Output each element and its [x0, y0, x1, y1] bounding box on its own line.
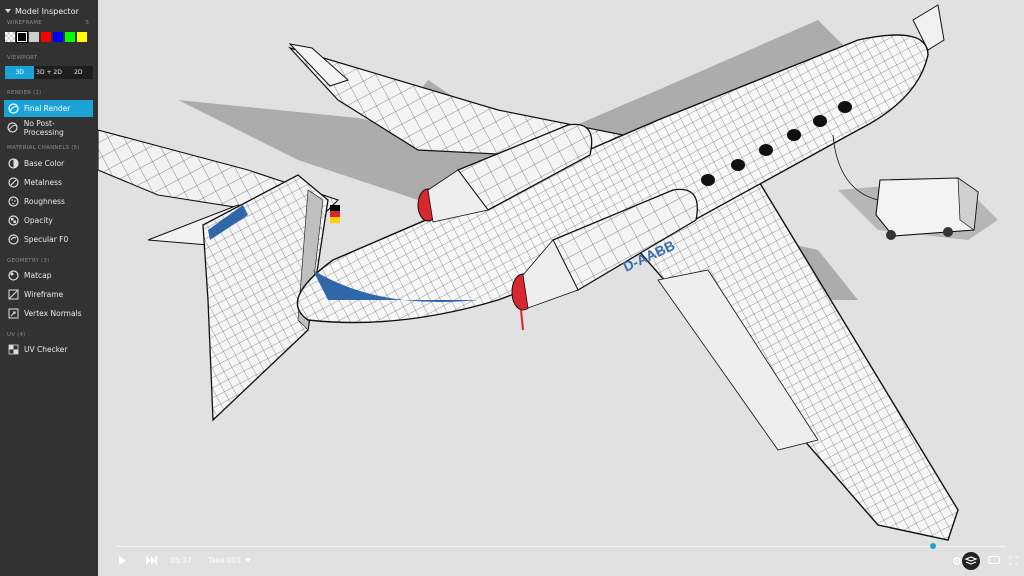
material-base-color[interactable]: Base Color [4, 155, 93, 172]
wireframe-color-swatches [5, 31, 87, 43]
metalness-label: Metalness [24, 178, 62, 187]
wireframe-icon [7, 289, 19, 301]
specular-icon [7, 234, 19, 246]
wireframe-section-label: WIREFRAME [7, 20, 42, 26]
metalness-icon [7, 177, 19, 189]
uv-checker-label: UV Checker [24, 345, 68, 354]
take-label: Take 001 [208, 556, 242, 565]
viewport-section-label: VIEWPORT [7, 55, 38, 61]
geometry-vertex-normals[interactable]: Vertex Normals [4, 305, 93, 322]
viewport-toggle: 3D 3D + 2D 2D [5, 66, 93, 79]
roughness-icon [7, 196, 19, 208]
swatch-green[interactable] [65, 32, 75, 42]
chevron-down-icon [245, 558, 252, 562]
aircraft-model-render: D-AABB [98, 4, 998, 541]
geometry-wireframe[interactable]: Wireframe [4, 286, 93, 303]
geometry-matcap[interactable]: Matcap [4, 267, 93, 284]
wireframe-count: 5 [85, 20, 90, 26]
3d-viewport[interactable]: D-AABB [98, 0, 1024, 576]
settings-button[interactable] [952, 556, 962, 566]
vertical-fin [202, 174, 329, 422]
timeline-scrubber[interactable] [930, 543, 936, 549]
final-render-icon [7, 103, 19, 115]
ground-power-cart [832, 134, 979, 240]
geometry-section-label: GEOMETRY (3) [7, 258, 50, 264]
playback-bar: 05:37 Take 001 [98, 543, 1024, 576]
swatch-transparent[interactable] [5, 32, 15, 42]
play-icon [119, 556, 126, 565]
inspector-header[interactable]: Model Inspector [5, 5, 79, 17]
skip-forward-icon [146, 556, 157, 565]
material-roughness[interactable]: Roughness [4, 193, 93, 210]
base-color-icon [7, 158, 19, 170]
material-section-label: MATERIAL CHANNELS (5) [7, 145, 80, 151]
swatch-red[interactable] [41, 32, 51, 42]
fullscreen-button[interactable] [1009, 556, 1018, 565]
inspector-title: Model Inspector [15, 6, 79, 16]
material-specular-f0[interactable]: Specular F0 [4, 231, 93, 248]
matcap-label: Matcap [24, 271, 52, 280]
render-no-post-processing[interactable]: No Post-Processing [4, 118, 93, 137]
roughness-label: Roughness [24, 197, 65, 206]
render-section-label: RENDER (1) [7, 90, 42, 96]
fullscreen-icon [1009, 556, 1018, 565]
material-opacity[interactable]: Opacity [4, 212, 93, 229]
collapse-triangle-icon[interactable] [5, 9, 11, 13]
viewport-3d-2d-button[interactable]: 3D + 2D [36, 69, 62, 76]
layers-button[interactable] [962, 552, 980, 570]
swatch-blue[interactable] [53, 32, 63, 42]
uv-checker[interactable]: UV Checker [4, 341, 93, 358]
right-wing [636, 179, 959, 541]
opacity-icon [7, 215, 19, 227]
timeline-track[interactable] [116, 546, 1006, 547]
no-post-processing-label: No Post-Processing [23, 118, 64, 137]
vertex-normals-label: Vertex Normals [24, 309, 82, 318]
swatch-yellow[interactable] [77, 32, 87, 42]
take-selector[interactable]: Take 001 [208, 556, 252, 565]
viewport-2d-button[interactable]: 2D [74, 69, 83, 76]
no-post-processing-icon [7, 122, 19, 134]
play-button[interactable] [118, 556, 127, 565]
right-engine [511, 188, 698, 331]
layers-icon [962, 552, 980, 570]
material-metalness[interactable]: Metalness [4, 174, 93, 191]
uv-checker-icon [7, 344, 19, 356]
opacity-label: Opacity [24, 216, 53, 225]
swatch-gray[interactable] [29, 32, 39, 42]
specular-f0-label: Specular F0 [24, 235, 69, 244]
left-engine [417, 123, 593, 223]
fuselage [296, 4, 945, 324]
base-color-label: Base Color [24, 159, 65, 168]
vertex-normals-icon [7, 308, 19, 320]
wireframe-label: Wireframe [24, 290, 64, 299]
gear-icon [953, 557, 961, 565]
vr-headset-icon [988, 556, 1000, 564]
skip-forward-button[interactable] [146, 556, 157, 565]
playback-time: 05:37 [170, 556, 192, 565]
render-final-render[interactable]: Final Render [4, 100, 93, 117]
swatch-black[interactable] [16, 31, 28, 43]
model-inspector-panel: Model Inspector WIREFRAME 5 VIEWPORT 3D … [0, 0, 98, 576]
final-render-label: Final Render [24, 104, 71, 113]
viewport-3d-button[interactable]: 3D [5, 66, 35, 79]
vr-button[interactable] [988, 556, 1000, 564]
uv-section-label: UV (4) [7, 332, 26, 338]
matcap-icon [7, 270, 19, 282]
